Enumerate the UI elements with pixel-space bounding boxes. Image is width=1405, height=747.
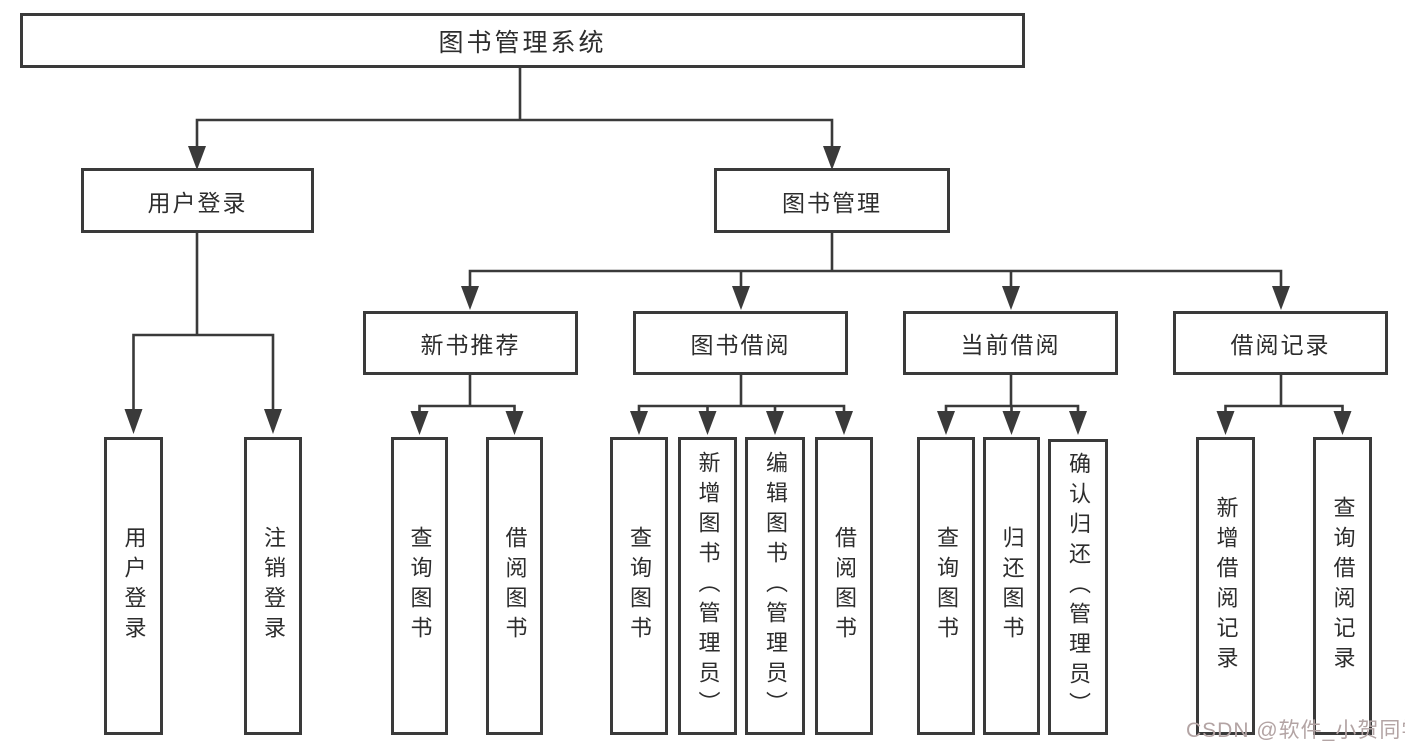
node-label: 新书推荐 [420,332,521,358]
arrowhead [505,411,524,435]
arrowhead [1002,286,1020,310]
arrowhead [1333,411,1352,435]
leaf-query-books-recommend: 查询图书 [391,437,448,735]
leaf-label: 查询图书 [407,526,433,646]
leaf-confirm-return-admin: 确认归还（管理员） [1048,439,1108,735]
leaf-query-borrow-record: 查询借阅记录 [1313,437,1372,735]
leaf-label: 查询图书 [627,526,652,646]
node-new-book-recommend: 新书推荐 [363,311,578,375]
connector-borrow-record-group [1224,375,1344,412]
leaf-edit-books-admin: 编辑图书（管理员） [745,437,805,735]
arrowhead [1069,411,1087,435]
node-label: 图书管理系统 [438,28,607,57]
arrowhead [766,411,784,435]
node-label: 借阅记录 [1230,332,1331,358]
leaf-user-login: 用户登录 [104,437,163,735]
leaf-label: 新增图书（管理员） [695,451,721,721]
node-label: 用户登录 [147,189,248,216]
node-root-library-management-system: 图书管理系统 [20,13,1025,68]
leaf-return-books: 归还图书 [983,437,1040,735]
arrowhead [461,286,479,310]
leaf-borrow-books: 借阅图书 [815,437,873,735]
leaf-label: 注销登录 [261,526,286,646]
leaf-label: 查询借阅记录 [1330,496,1356,676]
arrowhead [630,411,648,435]
leaf-add-borrow-record: 新增借阅记录 [1196,437,1255,735]
leaf-borrow-books-recommend: 借阅图书 [486,437,543,735]
leaf-label: 用户登录 [121,526,147,646]
arrowhead [410,411,429,435]
leaf-label: 借阅图书 [832,526,857,646]
leaf-label: 确认归还（管理员） [1066,452,1091,722]
arrowhead [937,411,955,435]
arrowhead [188,146,206,170]
arrowhead [1216,411,1235,435]
arrowhead [264,409,282,434]
leaf-query-books-borrowing: 查询图书 [610,437,668,735]
leaf-add-books-admin: 新增图书（管理员） [678,437,737,735]
leaf-query-books-current: 查询图书 [917,437,975,735]
arrowhead [1002,411,1021,435]
node-borrowing-records: 借阅记录 [1173,311,1388,375]
arrowhead [698,411,717,435]
arrowhead [835,411,853,435]
leaf-label: 新增借阅记录 [1213,496,1239,676]
connector-root-to-level2 [195,68,834,147]
leaf-label: 借阅图书 [502,526,528,646]
node-label: 图书借阅 [690,332,791,358]
node-user-login: 用户登录 [81,168,314,233]
leaf-logout: 注销登录 [244,437,302,735]
node-current-borrowing: 当前借阅 [903,311,1118,375]
node-book-management: 图书管理 [714,168,950,233]
node-label: 图书管理 [782,189,882,216]
connector-new-book-group [418,375,516,412]
node-label: 当前借阅 [960,332,1061,358]
connector-book-management-group [468,233,1283,287]
leaf-label: 查询图书 [934,526,959,646]
arrowhead [732,286,750,310]
arrowhead [124,409,143,434]
csdn-watermark: CSDN @软件_小贺同学 [1186,719,1405,742]
connector-book-borrow-group [637,375,846,412]
node-book-borrowing: 图书借阅 [633,311,848,375]
leaf-label: 归还图书 [999,526,1025,646]
connector-current-borrow-group [944,375,1080,412]
connector-user-login-group [132,233,275,410]
arrowhead [823,146,841,170]
arrowhead [1272,286,1290,310]
leaf-label: 编辑图书（管理员） [763,451,788,721]
